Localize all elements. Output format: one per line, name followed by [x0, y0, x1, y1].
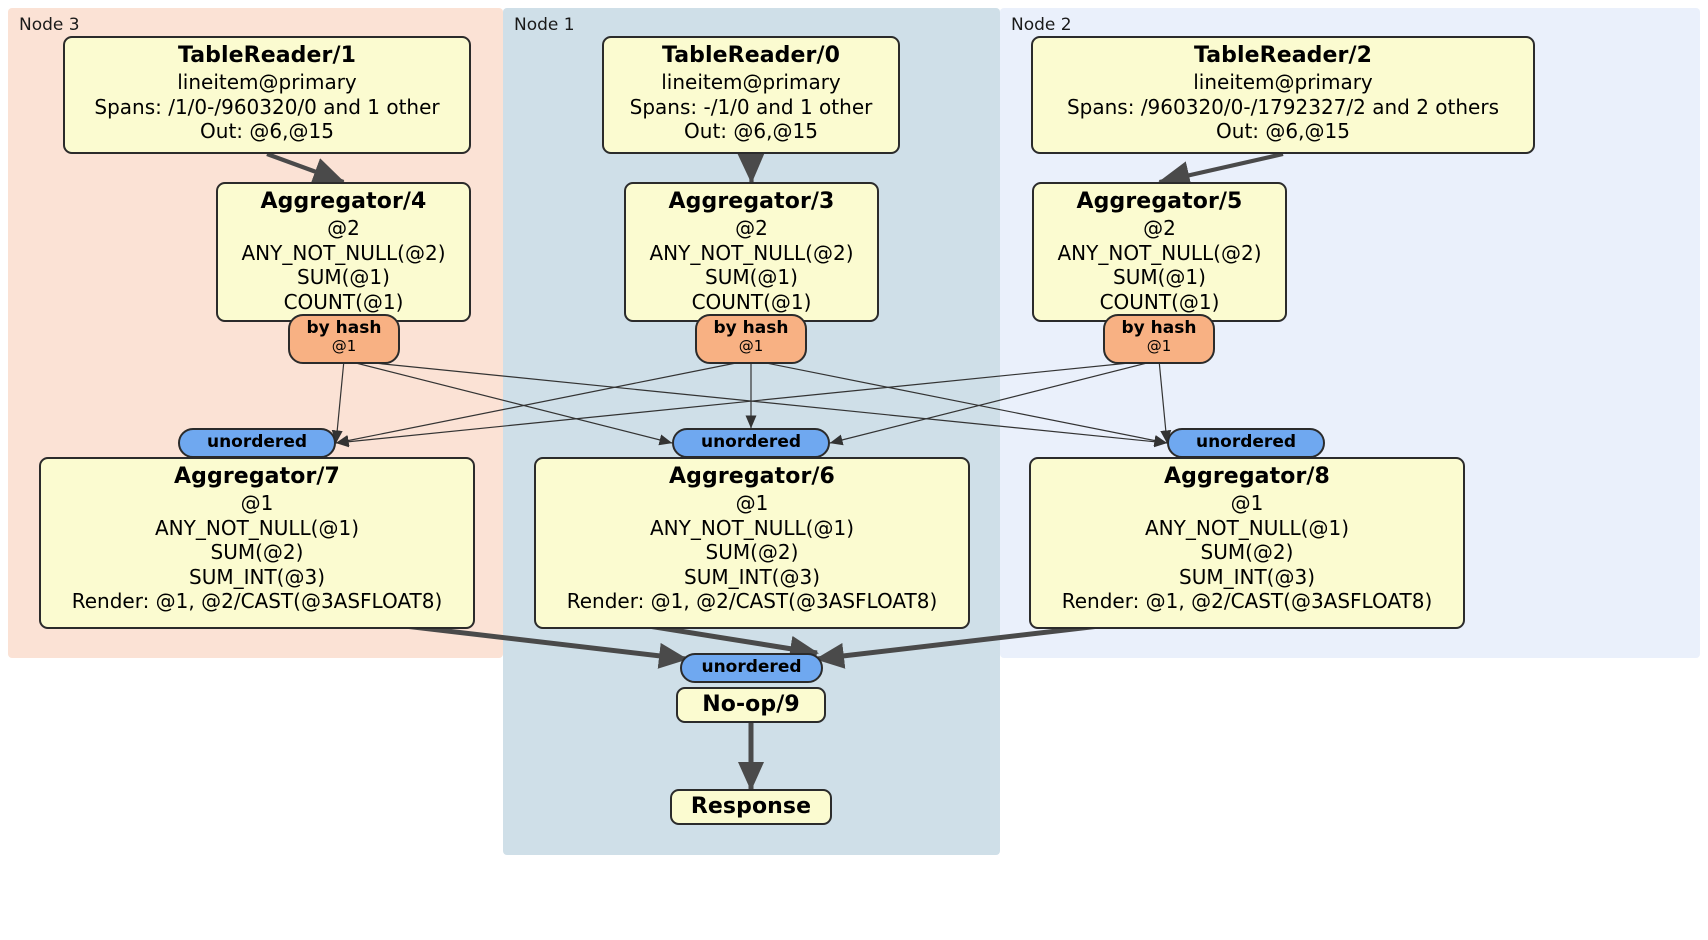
plan-node-response[interactable]: Response	[670, 789, 832, 825]
edge-hash-right-to-unord-left	[335, 359, 1160, 448]
stream-badge-unord-final[interactable]: unordered	[680, 653, 823, 683]
edge-hash-left-to-unord-right	[343, 359, 1168, 448]
stream-badge-unord-left[interactable]: unordered	[178, 428, 336, 458]
edge-hash-right-to-unord-right	[1158, 359, 1172, 444]
plan-node-detail-line: Render: @1, @2/CAST(@3ASFLOAT8)	[71, 589, 443, 614]
edge-hash-mid-to-unord-right	[750, 359, 1168, 446]
stream-badge-hash-mid[interactable]: by hash@1	[695, 314, 807, 364]
plan-node-detail-line: ANY_NOT_NULL(@1)	[155, 515, 359, 540]
plan-node-title: No-op/9	[702, 692, 800, 718]
plan-node-title: Aggregator/6	[669, 464, 835, 489]
edge-hash-mid-to-unord-left	[335, 359, 752, 446]
edge-tablereader1-to-aggregator4	[266, 152, 346, 186]
plan-node-detail-line: Out: @6,@15	[1216, 119, 1350, 144]
stream-badge-unord-mid[interactable]: unordered	[672, 428, 830, 458]
plan-node-title: TableReader/2	[1193, 43, 1373, 68]
plan-node-detail-line: SUM(@2)	[210, 540, 304, 565]
plan-node-title: Aggregator/8	[1164, 464, 1330, 489]
plan-node-detail-line: Spans: /1/0-/960320/0 and 1 other	[94, 94, 440, 119]
plan-node-title: Aggregator/7	[174, 464, 340, 489]
plan-node-title: Aggregator/5	[1076, 189, 1243, 214]
plan-node-detail-line: SUM_INT(@3)	[1179, 564, 1315, 589]
plan-node-detail-line: lineitem@primary	[177, 70, 357, 95]
stream-badge-label: by hash	[713, 318, 789, 338]
plan-node-detail-line: COUNT(@1)	[691, 289, 812, 314]
stream-badge-hash-left[interactable]: by hash@1	[288, 314, 400, 364]
plan-node-detail-line: SUM_INT(@3)	[684, 564, 820, 589]
plan-node-title: TableReader/0	[661, 43, 841, 68]
stream-badge-hash-right[interactable]: by hash@1	[1103, 314, 1215, 364]
plan-node-detail-line: Spans: /960320/0-/1792327/2 and 2 others	[1066, 94, 1499, 119]
plan-node-detail-line: SUM(@2)	[1200, 540, 1294, 565]
plan-node-detail-line: @2	[735, 216, 768, 241]
plan-node-detail-line: @2	[1143, 216, 1176, 241]
edge-hash-left-to-unord-left	[331, 359, 345, 444]
plan-node-detail-line: SUM(@1)	[705, 265, 798, 290]
plan-node-detail-line: COUNT(@1)	[1099, 289, 1220, 314]
plan-node-detail-line: @1	[735, 491, 769, 516]
plan-node-detail-line: ANY_NOT_NULL(@2)	[649, 240, 854, 265]
edge-tablereader2-to-aggregator5	[1157, 151, 1284, 190]
stream-badge-sublabel: @1	[1146, 337, 1172, 356]
plan-node-detail-line: SUM(@1)	[297, 265, 390, 290]
plan-node-detail-line: Spans: -/1/0 and 1 other	[629, 94, 873, 119]
stream-badge-label: by hash	[1121, 318, 1197, 338]
plan-node-detail-line: lineitem@primary	[1193, 70, 1373, 95]
plan-node-detail-line: @1	[240, 491, 274, 516]
plan-node-detail-line: @1	[1230, 491, 1264, 516]
edge-tablereader0-to-aggregator3	[736, 151, 766, 184]
plan-node-noop9[interactable]: No-op/9	[676, 687, 826, 723]
plan-node-detail-line: Render: @1, @2/CAST(@3ASFLOAT8)	[566, 589, 938, 614]
plan-node-title: Aggregator/4	[260, 189, 427, 214]
plan-node-detail-line: ANY_NOT_NULL(@1)	[1145, 515, 1349, 540]
stream-badge-label: unordered	[700, 432, 802, 453]
stream-badge-unord-right[interactable]: unordered	[1167, 428, 1325, 458]
stream-badge-sublabel: @1	[738, 337, 764, 356]
plan-node-detail-line: SUM(@1)	[1113, 265, 1206, 290]
edge-aggregator8-to-unord-final	[815, 620, 1126, 669]
plan-node-detail-line: ANY_NOT_NULL(@2)	[1057, 240, 1262, 265]
plan-node-title: Response	[690, 794, 812, 820]
stream-badge-label: unordered	[206, 432, 308, 453]
plan-node-detail-line: SUM_INT(@3)	[189, 564, 325, 589]
plan-node-title: TableReader/1	[177, 43, 357, 68]
stream-badge-label: unordered	[1195, 432, 1297, 453]
stream-badge-label: by hash	[306, 318, 382, 338]
stream-badge-sublabel: @1	[331, 337, 357, 356]
plan-node-detail-line: @2	[327, 216, 360, 241]
plan-node-detail-line: Out: @6,@15	[684, 119, 818, 144]
plan-node-detail-line: Out: @6,@15	[200, 119, 334, 144]
edge-hash-right-to-unord-mid	[829, 359, 1160, 446]
plan-node-title: Aggregator/3	[668, 189, 835, 214]
plan-node-detail-line: ANY_NOT_NULL(@1)	[650, 515, 854, 540]
plan-node-detail-line: Render: @1, @2/CAST(@3ASFLOAT8)	[1061, 589, 1433, 614]
edge-aggregator7-to-unord-final	[378, 620, 688, 669]
plan-node-detail-line: lineitem@primary	[661, 70, 841, 95]
plan-node-detail-line: SUM(@2)	[705, 540, 799, 565]
plan-node-detail-line: ANY_NOT_NULL(@2)	[241, 240, 446, 265]
stream-badge-label: unordered	[701, 657, 802, 678]
edge-hash-left-to-unord-mid	[343, 359, 673, 446]
plan-node-detail-line: COUNT(@1)	[283, 289, 404, 314]
